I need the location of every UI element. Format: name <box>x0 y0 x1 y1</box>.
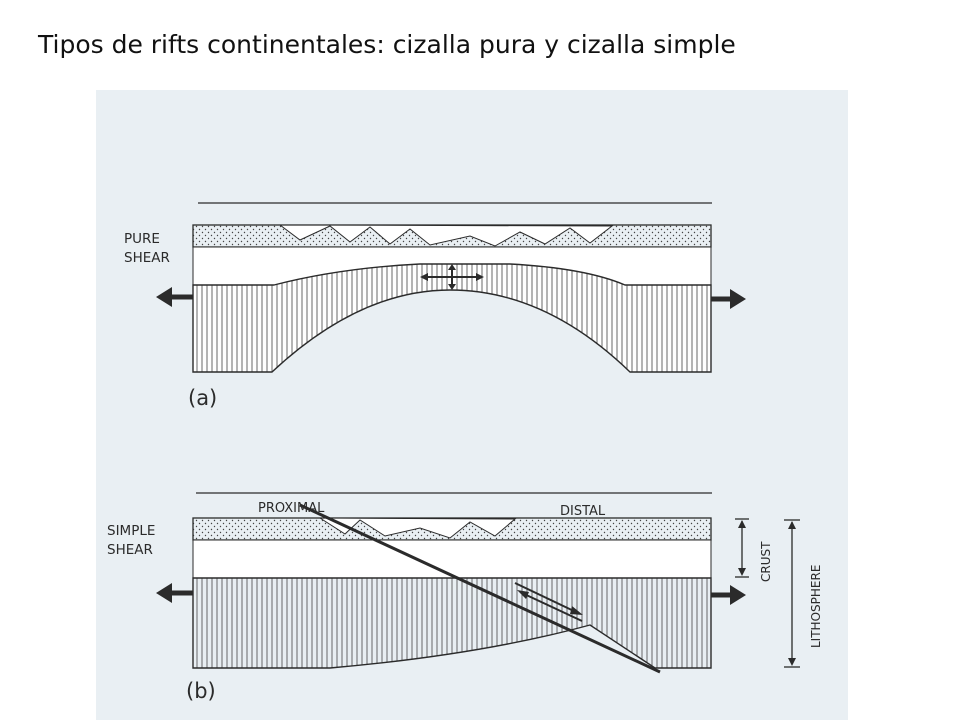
panel-a-pure-shear: PURE SHEAR (a) <box>124 202 746 410</box>
simple-shear-label-line2: SHEAR <box>107 542 153 558</box>
right-extension-arrow-b-icon <box>711 585 746 605</box>
crust-bracket <box>735 518 749 578</box>
crust-label: CRUST <box>759 541 773 582</box>
left-extension-arrow-icon <box>156 287 193 307</box>
right-extension-arrow-icon <box>711 289 746 309</box>
left-extension-arrow-b-icon <box>156 583 193 603</box>
detachment-fault <box>299 503 661 674</box>
rift-diagram: PURE SHEAR (a) <box>107 202 823 703</box>
pure-shear-label-line2: SHEAR <box>124 250 170 266</box>
mantle-outline-a <box>192 263 712 373</box>
lithosphere-bracket <box>784 519 800 668</box>
figure-panel: PURE SHEAR (a) <box>96 90 848 720</box>
panel-a-caption: (a) <box>188 386 217 410</box>
mantle-b <box>192 577 712 669</box>
fault-blocks-a <box>278 224 614 247</box>
distal-label: DISTAL <box>560 504 606 519</box>
lower-crust-b <box>192 539 712 579</box>
pure-shear-label-line1: PURE <box>124 231 160 247</box>
lithosphere-label: LITHOSPHERE <box>809 565 823 648</box>
slide-title: Tipos de rifts continentales: cizalla pu… <box>38 30 736 59</box>
simple-shear-label-line1: SIMPLE <box>107 523 155 539</box>
strain-cross-icon <box>420 264 484 290</box>
shear-sense-arrows-icon <box>514 582 583 622</box>
proximal-label: PROXIMAL <box>258 501 325 516</box>
panel-b-caption: (b) <box>186 679 216 703</box>
panel-b-simple-shear: PROXIMAL DISTAL SIMPLE SHEAR CRUST LITHO… <box>107 492 823 703</box>
fault-blocks-b <box>318 517 517 539</box>
